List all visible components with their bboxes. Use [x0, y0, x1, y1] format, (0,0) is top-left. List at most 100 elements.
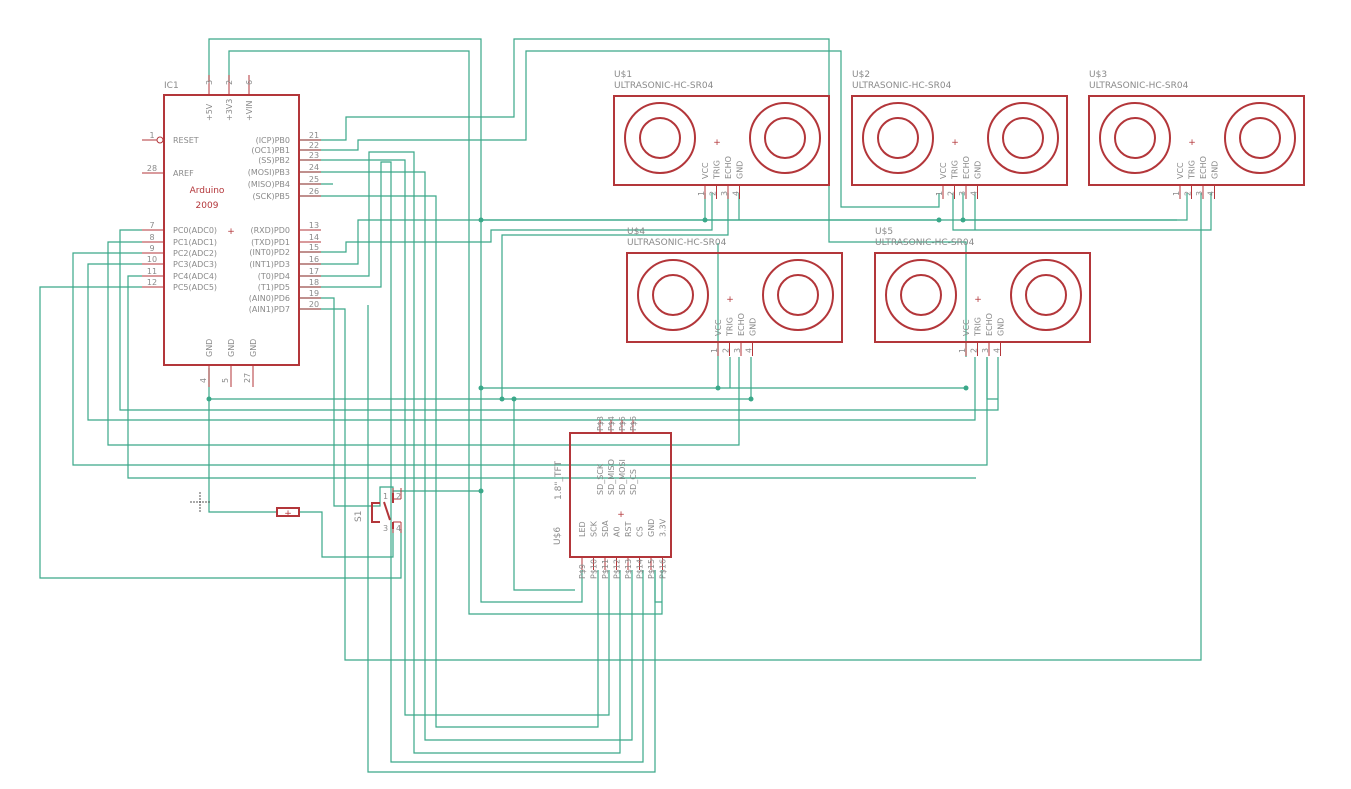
transducer-inner [652, 274, 694, 316]
wire-adc5[interactable] [39, 286, 402, 579]
arduino-pin-label: (T0)PD4 [258, 272, 290, 281]
wire-sw-vcc[interactable] [392, 490, 481, 493]
arduino-pin-label: (SS)PB2 [258, 156, 290, 165]
junction-dot [963, 385, 969, 391]
arduino-pin-label: PC0(ADC0) [173, 226, 217, 235]
sensor-pin-number: 4 [970, 191, 979, 196]
arduino-pin-number: 16 [309, 255, 319, 264]
resistor-origin-mark: + [284, 509, 292, 519]
wire-pd4[interactable] [300, 151, 621, 754]
arduino-pin-number: 11 [147, 267, 157, 276]
switch-pin-number: 2 [396, 492, 401, 501]
arduino-year: 2009 [196, 201, 219, 211]
wire-gnd-u5[interactable] [986, 357, 998, 400]
tft-pins: P$3SD_SCKP$4SD_MISOP$5SD_MOSIP$6SD_CSLED… [578, 416, 668, 579]
wire-gnd-u3[interactable] [962, 193, 1177, 221]
wire-gnd-rail[interactable] [208, 357, 752, 400]
wire-pd6[interactable] [300, 297, 394, 507]
tft-pin-label: GND [647, 519, 656, 537]
arduino-pin-number: 24 [309, 163, 319, 172]
wire-pd3[interactable] [300, 193, 1188, 265]
wire-pd2[interactable] [300, 193, 713, 253]
sensor-origin-mark: + [951, 138, 959, 148]
arduino-pin-number: 23 [309, 151, 319, 160]
junction-dot [478, 385, 484, 391]
sensor-pin-number: 4 [1207, 191, 1216, 196]
sensor-ref: U$1 [614, 70, 632, 80]
transducer-outer [885, 259, 957, 331]
wire-res-sw[interactable] [300, 511, 394, 558]
arduino-pin-number: 7 [149, 221, 154, 230]
tft-pin-number: P$12 [613, 559, 622, 579]
sensors: U$1ULTRASONIC-HC-SR04+VCC1TRIG2ECHO3GND4… [613, 70, 1305, 356]
tft-pin-number: P$10 [590, 559, 599, 579]
wire-adc0[interactable] [119, 229, 999, 411]
arduino-pin-label: GND [205, 339, 214, 357]
sensor-body [626, 252, 843, 343]
arduino-pin-label: (MISO)PB4 [248, 180, 290, 189]
wire-vcc-rail[interactable] [481, 193, 966, 389]
wire-adc2[interactable] [72, 252, 988, 466]
wire-bottom-loop[interactable] [367, 305, 656, 773]
arduino-pin-label: (AIN0)PD6 [249, 294, 290, 303]
wire-pb2[interactable] [300, 159, 610, 716]
wire-pb1[interactable] [300, 50, 940, 208]
switch-body [371, 493, 394, 529]
sensor-body [613, 95, 830, 186]
wire-adc3[interactable] [87, 263, 976, 421]
sensor-pin-number: 1 [958, 348, 967, 353]
arduino-name: Arduino [190, 186, 225, 196]
arduino-pin-label: (T1)PD5 [258, 283, 290, 292]
transducer-inner [900, 274, 942, 316]
tft-pin-label: SD_MOSI [618, 459, 627, 495]
sensor-ref: U$5 [875, 227, 893, 237]
switch-pin-number: 3 [383, 524, 388, 533]
junction-dot [960, 217, 966, 223]
junction-dot [478, 217, 484, 223]
arduino-pin-label: GND [227, 339, 236, 357]
sensor-pin-label: ECHO [985, 313, 994, 336]
sensor-pin-number: 3 [733, 348, 742, 353]
arduino-pin-label: (AIN1)PD7 [249, 305, 290, 314]
wire-3v3[interactable] [228, 50, 663, 615]
arduino-pin-number: 14 [309, 233, 319, 242]
sensor-pin-number: 2 [1184, 191, 1193, 196]
tft-display-symbol[interactable]: 1.8"_TFT U$6 + P$3SD_SCKP$4SD_MISOP$5SD_… [553, 416, 672, 579]
wire-pd7[interactable] [300, 193, 1202, 661]
wire-adc4[interactable] [127, 275, 976, 479]
arduino-pin-number: 2 [225, 80, 234, 85]
wire-pb3[interactable] [300, 171, 633, 741]
wire-pd5[interactable] [300, 161, 644, 763]
tft-pin-label: SDA [601, 520, 610, 537]
arduino-symbol[interactable]: IC1 Arduino 2009 + 3+5V2+3V36+VIN1RESET2… [142, 75, 321, 387]
tft-pin-number: P$14 [636, 559, 645, 579]
wire-pb0[interactable] [300, 38, 967, 357]
sensor-origin-mark: + [713, 138, 721, 148]
wire-echo-u1[interactable] [501, 193, 729, 399]
arduino-pin-label: RESET [173, 136, 199, 145]
junction-dot [478, 488, 484, 494]
junction-dot [936, 217, 942, 223]
switch-s1-symbol[interactable]: S1 1 2 3 4 [354, 488, 402, 533]
sensor-pin-label: VCC [701, 162, 710, 179]
tft-value: 1.8"_TFT [554, 461, 564, 500]
resistor-body [276, 507, 300, 517]
arduino-pin-label: (TXD)PD1 [251, 238, 290, 247]
resistor-symbol[interactable]: + [276, 507, 300, 519]
wire-adc1[interactable] [107, 241, 740, 446]
sensor-body [1088, 95, 1305, 186]
arduino-pin-number: 10 [147, 255, 157, 264]
sensor-pin-label: GND [1211, 161, 1220, 179]
wire-gnd-res[interactable] [208, 399, 276, 513]
sensor-pin-label: VCC [939, 162, 948, 179]
wire-5v[interactable] [208, 38, 583, 603]
wire-tft-sd[interactable] [513, 399, 575, 591]
transducer-inner [777, 274, 819, 316]
sensor-pin-label: ECHO [1199, 156, 1208, 179]
